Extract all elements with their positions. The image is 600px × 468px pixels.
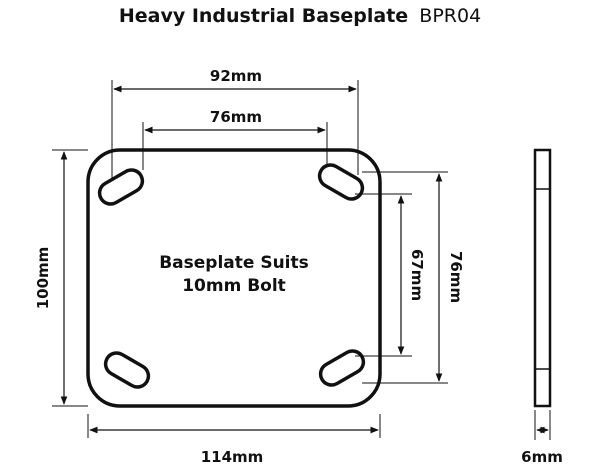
side-profile-outline xyxy=(533,148,552,408)
side-profile-view: 6mm xyxy=(521,148,563,466)
bolt-slot-bottom-left xyxy=(103,351,151,389)
baseplate-outline xyxy=(86,148,382,408)
dimension-top-inner: 76mm xyxy=(142,108,328,170)
dimension-right-outer: 76mm xyxy=(362,171,465,384)
dimension-right-inner: 67mm xyxy=(355,193,426,357)
center-label-line1: Baseplate Suits xyxy=(159,253,309,273)
center-label-line2: 10mm Bolt xyxy=(182,276,286,296)
dimension-label-top-inner: 76mm xyxy=(210,108,262,126)
dimension-label-right-outer: 76mm xyxy=(447,251,465,303)
bolt-slot-top-right xyxy=(317,163,365,201)
bolt-slot-bottom-right xyxy=(318,349,366,387)
dimension-label-top-outer: 92mm xyxy=(210,67,262,85)
dimension-bottom-width: 114mm xyxy=(87,414,381,466)
dimension-label-right-inner: 67mm xyxy=(408,249,426,301)
bolt-slot-top-left xyxy=(97,168,145,206)
diagram-title: Heavy Industrial Baseplate BPR04 xyxy=(119,5,481,27)
dimension-left-height: 100mm xyxy=(34,149,88,407)
dimension-label-left-height: 100mm xyxy=(34,247,52,310)
dimension-label-bottom-width: 114mm xyxy=(201,448,264,466)
dimension-top-outer: 92mm xyxy=(111,67,359,178)
dimension-label-thickness: 6mm xyxy=(521,448,563,466)
